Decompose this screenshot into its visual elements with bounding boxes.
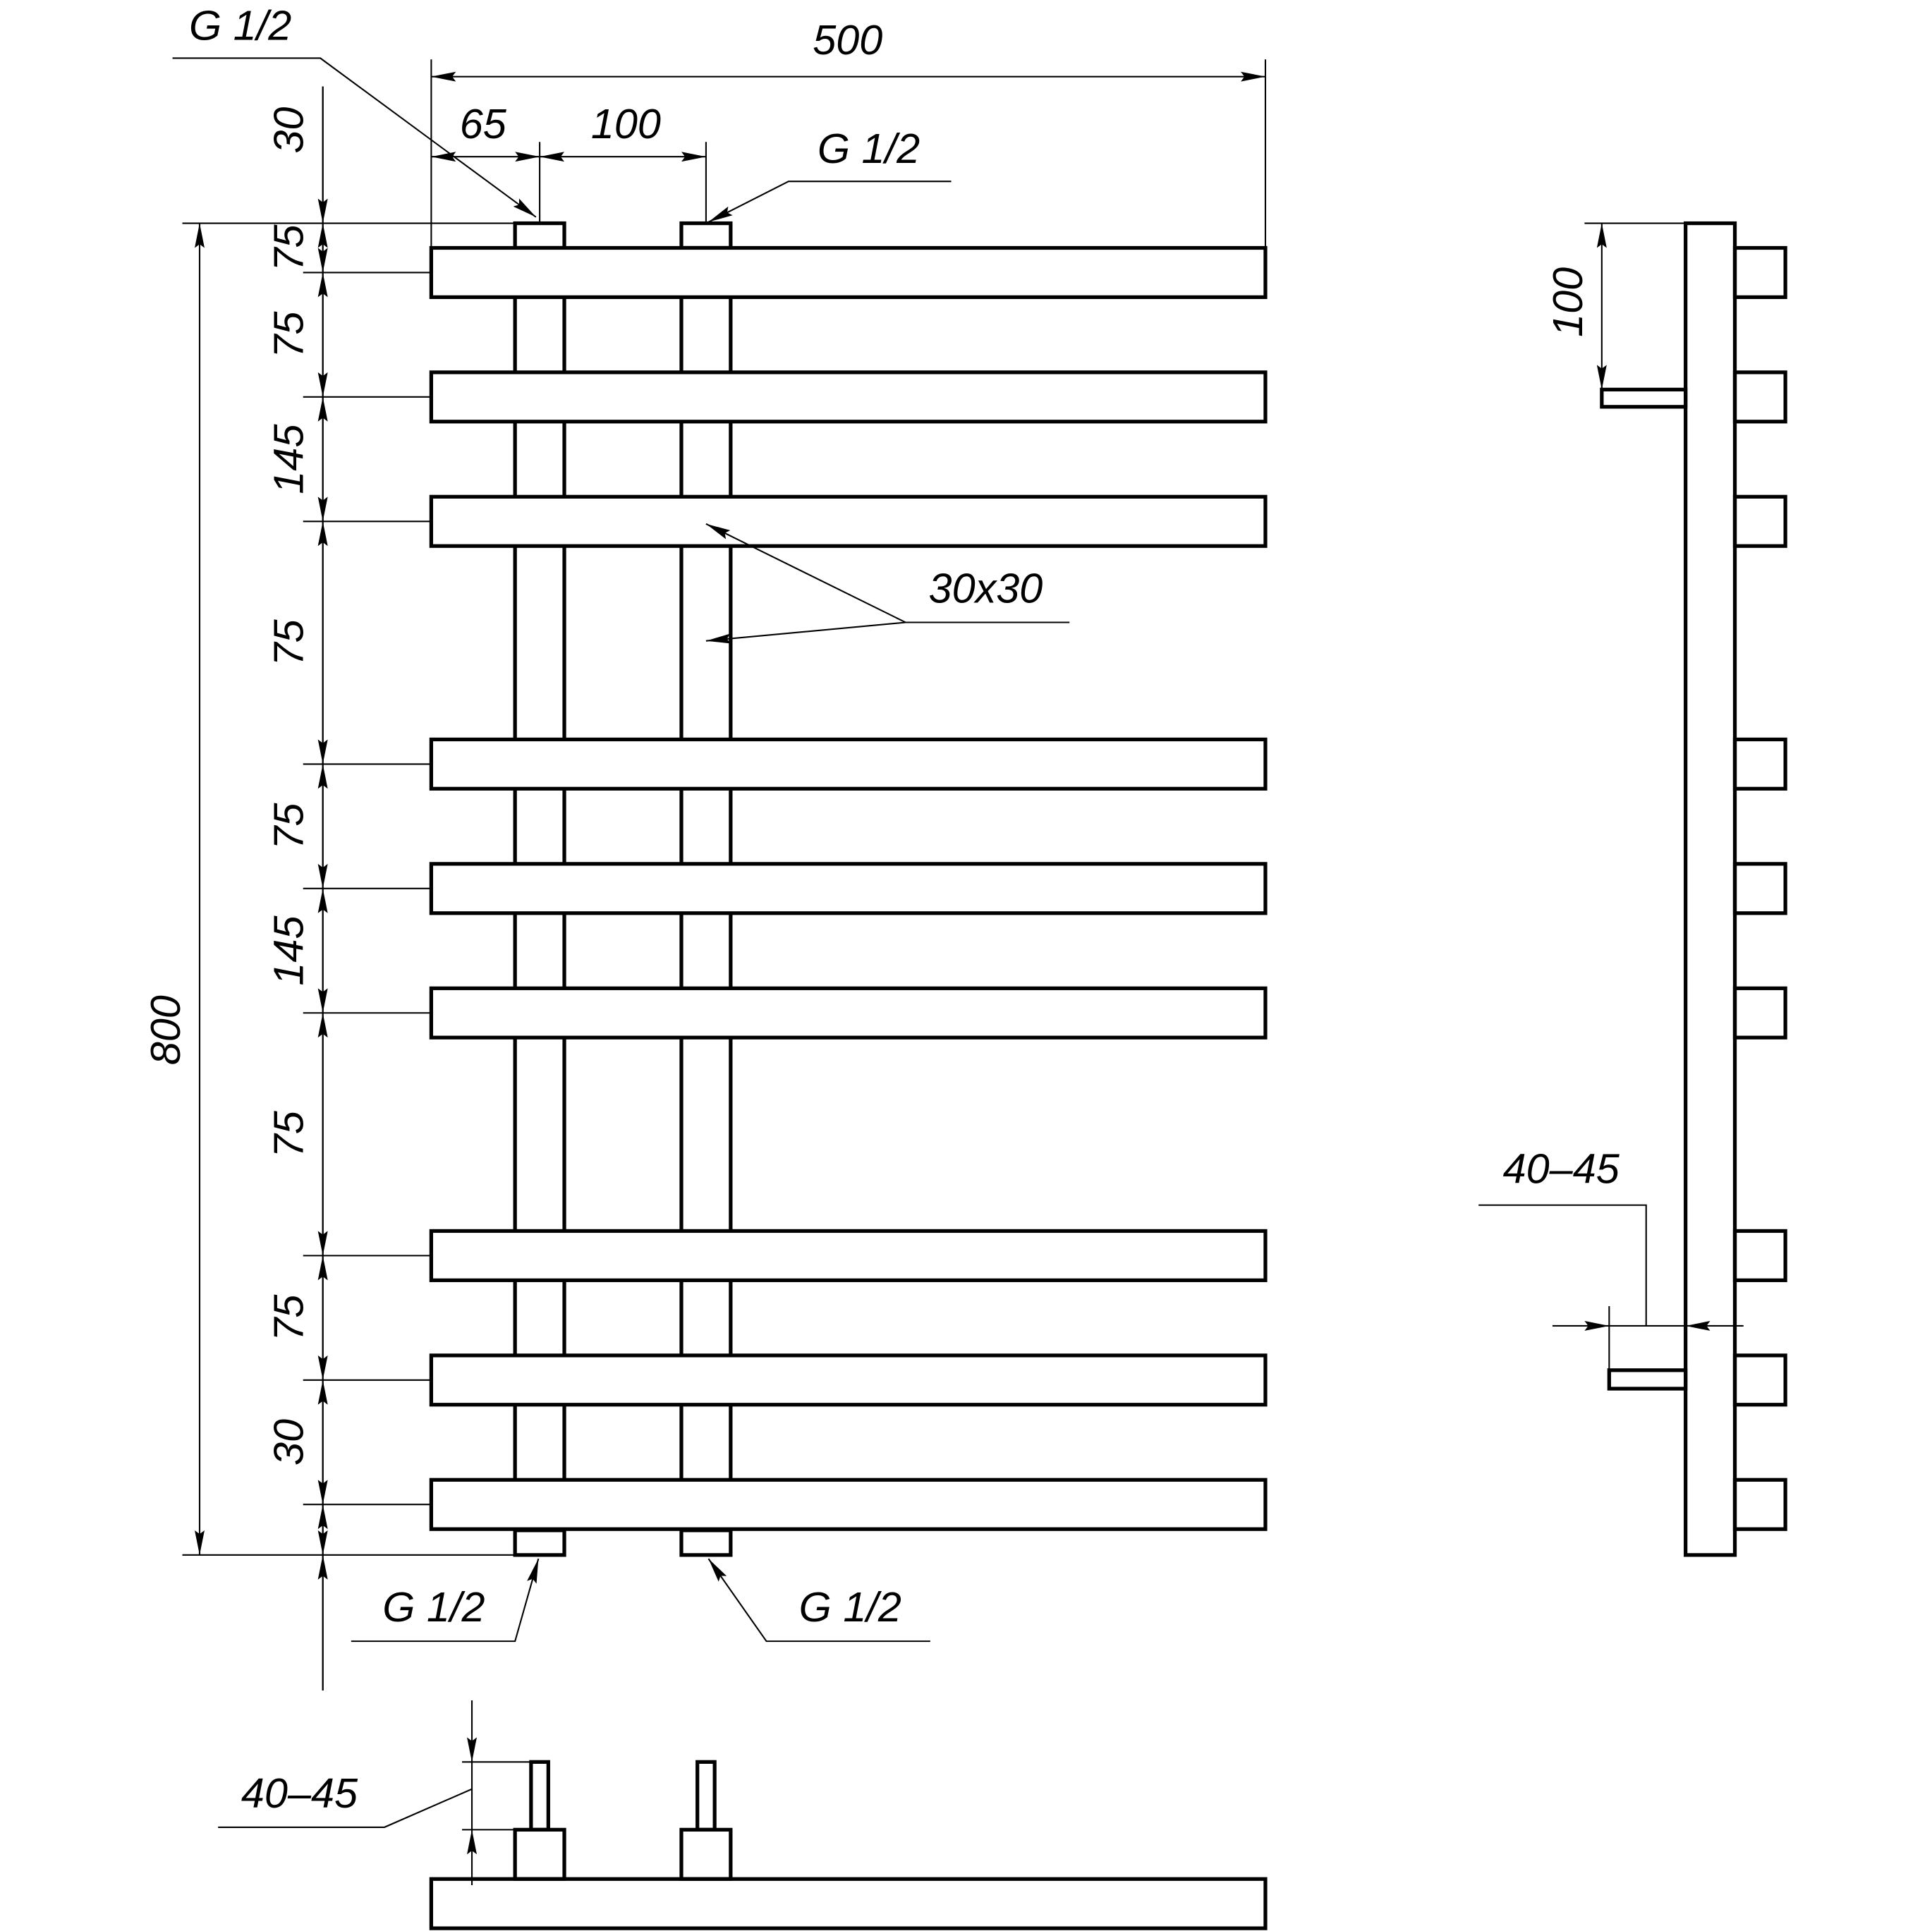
leader-connection-top-left: G 1/2 [172,1,537,218]
chain-label: 30 [265,1419,312,1466]
chain-label: 75 [265,619,312,666]
callout-label: G 1/2 [799,1583,901,1631]
bar-end [1732,245,1787,299]
callout-label: G 1/2 [189,1,291,49]
chain-label: 75 [265,224,312,271]
bar-end [1732,737,1787,791]
bracket-right [695,1760,717,1832]
bar-ends [1732,245,1787,1531]
bar [429,1353,1268,1407]
dimension-label: 100 [591,100,661,147]
chain-label: 30 [265,107,312,154]
dimension-label: 40–45 [241,1769,358,1817]
bottom-bar [429,1877,1268,1930]
leader-connection-top-right: G 1/2 [707,125,952,223]
front-view: 500 65 100 800 30 75 75 145 75 75 145 75 75 30 G … [142,1,1268,1691]
bar [429,494,1268,548]
dimension-label: 500 [813,16,882,63]
wall-bracket-top [1600,387,1688,409]
dimension-overall-height: 800 [142,222,516,1556]
side-collector [1684,221,1737,1557]
bar-end [1732,494,1787,548]
bar-end [1732,1229,1787,1282]
horizontal-bars [429,245,1268,1531]
dimension-wall-distance-bottom: 40–45 [218,1700,531,1885]
chain-label: 75 [265,1110,312,1157]
bar [429,1229,1268,1282]
bar [429,245,1268,299]
dimension-label: 100 [1544,267,1591,337]
bar [429,1478,1268,1531]
bar-end [1732,862,1787,915]
callout-label: G 1/2 [382,1583,485,1631]
bar-end [1732,370,1787,424]
bar-end [1732,1353,1787,1407]
bar [429,370,1268,424]
collector-left [513,1827,566,1881]
dimension-chain: 30 75 75 145 75 75 145 75 75 30 [265,86,432,1691]
chain-label: 75 [265,311,312,358]
chain-label: 75 [265,803,312,850]
leader-connection-bottom-left: G 1/2 [351,1558,540,1643]
chain-label: 75 [265,1294,312,1341]
leader-connection-bottom-right: G 1/2 [707,1558,930,1643]
collector-right [679,1827,733,1881]
chain-label: 145 [265,424,312,494]
bar [429,737,1268,791]
leader-profile: 30x30 [705,523,1070,644]
dimension-label: 65 [460,100,507,147]
bar [429,862,1268,915]
dimension-label: 40–45 [1503,1145,1620,1192]
dimension-wall-distance-side: 40–45 [1478,1145,1744,1370]
callout-label: G 1/2 [818,125,920,172]
chain-label: 145 [265,915,312,986]
dimension-bracket-offset: 100 [1544,222,1686,390]
bottom-view: 40–45 [218,1700,1268,1930]
side-view: 100 40–45 [1478,221,1787,1557]
bar-end [1732,986,1787,1040]
bar-end [1732,1478,1787,1531]
bar [429,986,1268,1040]
dimension-inlets: 65 100 [431,100,707,224]
callout-label: 30x30 [929,565,1043,612]
dimension-label: 800 [142,995,189,1065]
dimension-overall-width: 500 [430,16,1267,248]
wall-bracket-bottom [1607,1368,1688,1391]
bracket-left [529,1760,550,1832]
